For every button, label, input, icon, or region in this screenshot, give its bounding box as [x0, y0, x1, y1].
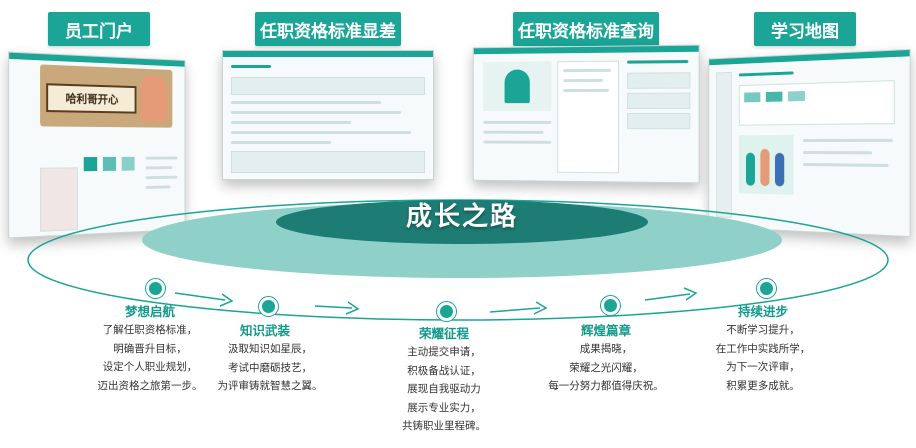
stage-desc-1: 了解任职资格标准，明确晋升目标，设定个人职业规划，迈出资格之旅第一步。 — [97, 324, 203, 392]
stage-dot-2 — [259, 297, 278, 316]
path-ring — [27, 199, 889, 321]
tag-learning-map: 学习地图 — [754, 12, 856, 46]
stage-dot-1 — [146, 279, 165, 298]
inner-ellipse — [276, 200, 648, 244]
stage-title-2: 知识武装 — [239, 323, 290, 338]
qualification-gap-screenshot — [222, 50, 434, 180]
stage-desc-5: 不断学习提升，在工作中实践所学，为下一次评审，积累更多成就。 — [715, 324, 811, 392]
stage-dot-4 — [601, 296, 620, 315]
tag-qualification-query: 任职资格标准查询 — [513, 12, 659, 46]
stage-title-1: 梦想启航 — [124, 304, 175, 319]
stage-desc-3: 主动提交申请，积极备战认证，展现自我驱动力展示专业实力，共铸职业里程碑。 — [402, 346, 486, 432]
stage-title-3: 荣耀征程 — [418, 326, 469, 341]
stage-title-4: 辉煌篇章 — [580, 323, 631, 338]
tag-employee-portal: 员工门户 — [48, 12, 150, 46]
path-arrows — [174, 287, 698, 315]
stage-dot-3 — [437, 302, 456, 321]
center-title: 成长之路 — [405, 202, 518, 232]
stage-desc-2: 汲取知识如星辰，考试中磨砺技艺，为评审铸就智慧之翼。 — [217, 343, 323, 392]
stage-title-5: 持续进步 — [737, 304, 788, 319]
tag-qualification-gap: 任职资格标准显差 — [255, 12, 401, 46]
stage-dot-5 — [757, 279, 776, 298]
stage-desc-4: 成果揭晓，荣耀之光闪耀，每一分努力都值得庆祝。 — [548, 343, 664, 392]
